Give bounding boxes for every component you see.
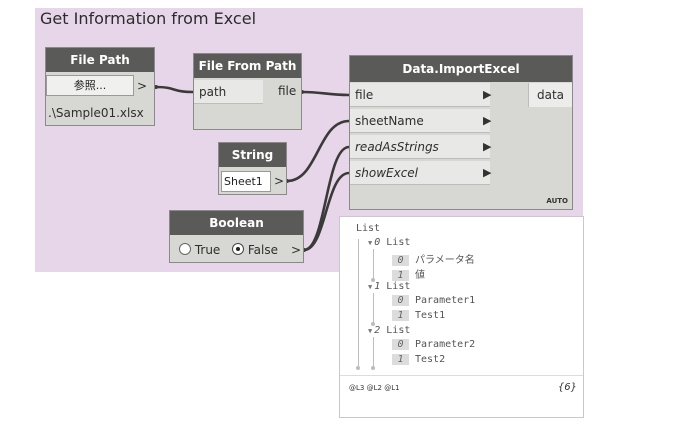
chevron-right-icon: ▶ xyxy=(483,140,492,153)
level-l1[interactable]: @L1 xyxy=(384,384,400,392)
radio-true[interactable]: True xyxy=(179,243,220,257)
output-port-data[interactable]: data xyxy=(528,83,572,107)
level-l3[interactable]: @L3 xyxy=(349,384,365,392)
lacing-badge[interactable]: AUTO xyxy=(546,197,568,205)
node-data-import-excel[interactable]: Data.ImportExcel file ▶ sheetName ▶ read… xyxy=(350,56,572,209)
radio-false-label: False xyxy=(247,243,278,257)
radio-false[interactable]: False xyxy=(232,243,278,257)
output-port[interactable]: > xyxy=(274,174,285,188)
list-item[interactable]: ▼2 List xyxy=(368,325,411,336)
browse-button[interactable]: 参照... xyxy=(46,75,134,96)
node-boolean[interactable]: Boolean True False > xyxy=(170,211,303,262)
node-file-path[interactable]: File Path 参照... > .\Sample01.xlsx xyxy=(46,48,154,125)
wire-file-to-file xyxy=(300,90,351,97)
level-indicators: @L3 @L2 @L1 xyxy=(349,384,400,392)
list-item[interactable]: ▼0 List xyxy=(368,237,411,248)
output-port-file[interactable]: file xyxy=(278,84,297,98)
file-path-value: .\Sample01.xlsx xyxy=(48,106,144,120)
output-port[interactable]: > xyxy=(291,243,302,257)
string-value-field[interactable]: Sheet1 xyxy=(221,171,271,192)
collapse-triangle-icon[interactable]: ▼ xyxy=(368,239,373,247)
level-l2[interactable]: @L2 xyxy=(366,384,382,392)
radio-false-circle[interactable] xyxy=(232,243,244,255)
chevron-right-icon: ▶ xyxy=(483,114,492,127)
output-port[interactable]: > xyxy=(137,79,148,93)
radio-true-circle[interactable] xyxy=(179,243,191,255)
node-title: Data.ImportExcel xyxy=(350,56,572,82)
chevron-right-icon: ▶ xyxy=(483,166,492,179)
input-port-path[interactable]: path xyxy=(194,80,263,104)
list-item[interactable]: ▼1 List xyxy=(368,281,411,292)
chevron-right-icon: ▶ xyxy=(483,88,492,101)
input-port-readasstrings[interactable]: readAsStrings xyxy=(350,135,490,159)
wire-boolean-to-showexcel xyxy=(302,171,351,252)
node-title: File From Path xyxy=(194,54,301,78)
radio-true-label: True xyxy=(194,243,221,257)
node-title: String xyxy=(219,143,286,167)
node-title: Boolean xyxy=(170,211,303,235)
wire-filepath-to-path xyxy=(154,85,195,94)
group-title: Get Information from Excel xyxy=(40,9,257,28)
collapse-triangle-icon[interactable]: ▼ xyxy=(368,327,373,335)
node-file-from-path[interactable]: File From Path path file xyxy=(194,54,301,129)
collapse-triangle-icon[interactable]: ▼ xyxy=(368,283,373,291)
node-string[interactable]: String Sheet1 > xyxy=(219,143,286,194)
node-title: File Path xyxy=(46,48,154,72)
input-port-showexcel[interactable]: showExcel xyxy=(350,161,490,185)
wire-string-to-sheetname xyxy=(285,119,351,183)
item-count: {6} xyxy=(557,382,577,393)
input-port-sheetname[interactable]: sheetName xyxy=(350,109,490,133)
input-port-file[interactable]: file xyxy=(350,83,490,107)
preview-root-label: List xyxy=(356,223,381,234)
